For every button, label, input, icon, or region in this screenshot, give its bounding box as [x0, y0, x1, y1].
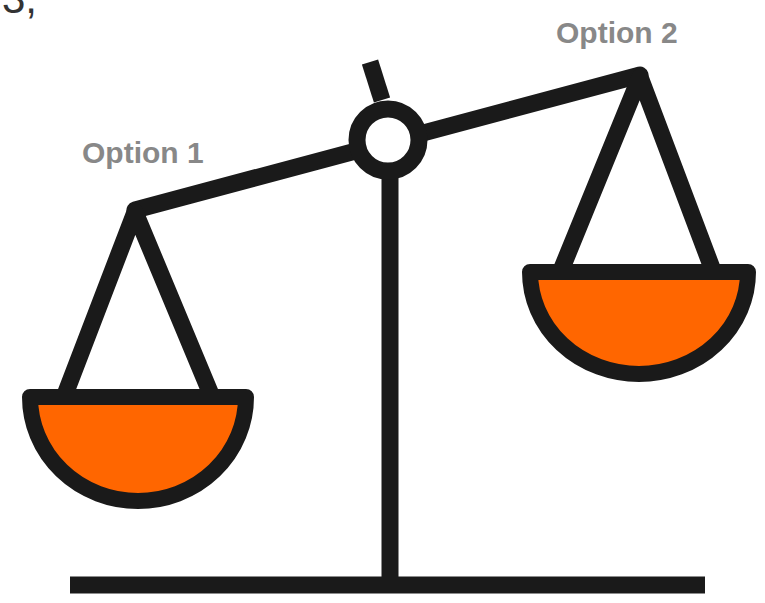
- scale-pan: [30, 397, 246, 501]
- scale-pole: [382, 150, 399, 585]
- option-label: Option 1: [82, 138, 204, 168]
- scale-beam: [135, 75, 640, 210]
- scale-base: [70, 577, 705, 594]
- option-label: Option 2: [556, 18, 678, 48]
- scale-pan: [530, 272, 748, 374]
- scale-knob: [370, 62, 382, 100]
- pan-strings: [66, 212, 210, 392]
- pan-strings: [562, 77, 712, 268]
- page-fragment: 3,: [2, 0, 37, 20]
- pivot-circle: [357, 109, 419, 171]
